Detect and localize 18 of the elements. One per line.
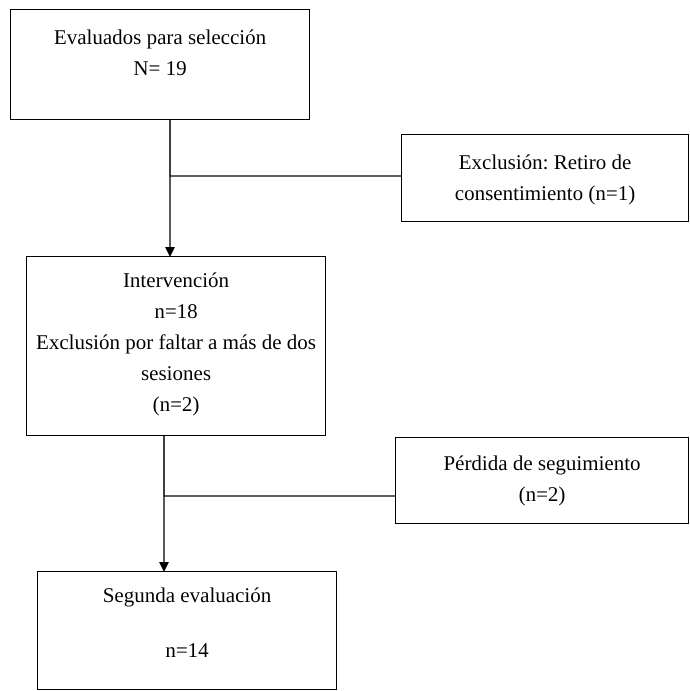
box-text: Evaluados para selección [54,24,266,51]
box-text: N= 19 [133,55,187,82]
process-box [37,571,337,690]
box-text: Segunda evaluación [102,582,272,609]
box-text: n=18 [154,298,198,325]
box-text: Intervención [122,267,230,294]
box-text: n=14 [165,637,209,664]
box-text: (n=2) [518,481,566,508]
box-text: Exclusión por faltar a más de dos sesiones [35,329,317,387]
box-text: Pérdida de seguimiento [443,450,641,477]
process-box [26,256,326,436]
box-text: Exclusión: Retiro de consentimiento (n=1) [454,149,636,207]
process-box [395,437,689,524]
process-box [10,9,310,120]
connector-line [163,436,395,497]
process-box [401,134,689,222]
connector-line [169,120,401,177]
box-text: (n=2) [152,391,200,418]
